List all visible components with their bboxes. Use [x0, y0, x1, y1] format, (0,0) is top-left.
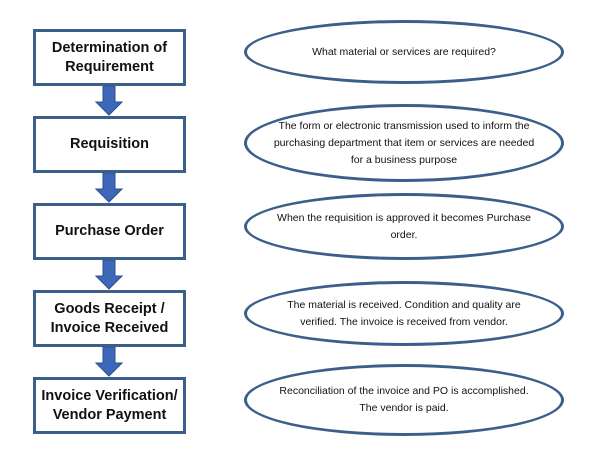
arrow-down-icon: [95, 173, 123, 203]
step-description-goods-receipt: The material is received. Condition and …: [287, 298, 521, 328]
step-description-determination-of-requirement: What material or services are required?: [312, 45, 496, 58]
step-ellipse-goods-receipt: The material is received. Condition and …: [244, 281, 564, 346]
step-ellipse-purchase-order: When the requisition is approved it beco…: [244, 193, 564, 260]
step-ellipse-invoice-verification: Reconciliation of the invoice and PO is …: [244, 364, 564, 436]
step-box-purchase-order: Purchase Order: [33, 203, 186, 260]
step-description-requisition: The form or electronic transmission used…: [273, 119, 535, 166]
step-ellipse-requisition: The form or electronic transmission used…: [244, 104, 564, 182]
step-box-invoice-verification: Invoice Verification/ Vendor Payment: [33, 377, 186, 434]
step-box-requisition: Requisition: [33, 116, 186, 173]
step-box-determination-of-requirement: Determination of Requirement: [33, 29, 186, 86]
step-description-invoice-verification: Reconciliation of the invoice and PO is …: [279, 385, 529, 414]
step-box-goods-receipt: Goods Receipt / Invoice Received: [33, 290, 186, 347]
arrow-down-icon: [95, 86, 123, 116]
arrow-down-icon: [95, 347, 123, 377]
step-ellipse-determination-of-requirement: What material or services are required?: [244, 20, 564, 84]
step-description-purchase-order: When the requisition is approved it beco…: [277, 211, 531, 241]
arrow-down-icon: [95, 260, 123, 290]
